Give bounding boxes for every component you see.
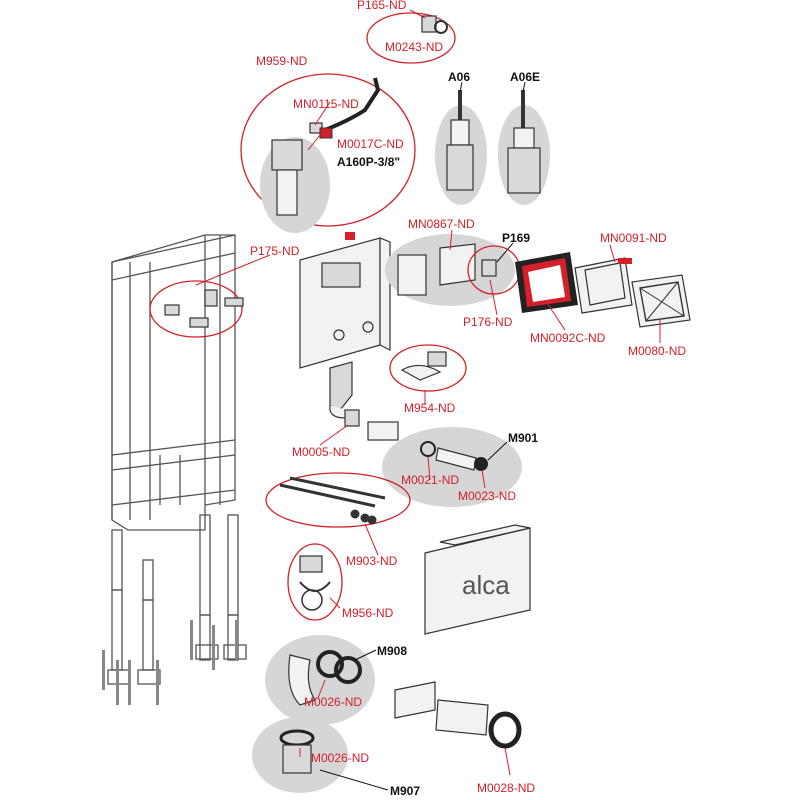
m954-part [400,351,447,381]
label-mn0867: MN0867-ND [408,217,475,231]
label-mn0092c: MN0092C-ND [530,331,606,345]
m903-callout-ring [265,472,411,528]
label-p165: P165-ND [357,0,407,12]
label-m0021: M0021-ND [401,473,459,487]
label-a06e: A06E [510,70,540,84]
label-p175: P175-ND [250,244,300,258]
m0080-plate [631,274,691,328]
m959-callout-ring [240,73,416,227]
label-m908: M908 [377,644,407,658]
label-m0026-top: M0026-ND [304,695,362,709]
label-m907: M907 [390,784,420,798]
packaging-box: alca [424,524,531,635]
p165-callout-ring [366,12,456,64]
m908-elbow [288,650,362,706]
m907-fitting [279,729,315,774]
label-m954: M954-ND [404,401,456,415]
cistern [299,232,399,441]
label-m956: M956-ND [342,606,394,620]
m956-part [299,555,331,611]
a06-valve [446,90,474,191]
label-m901: M901 [508,431,538,445]
label-mn0115: MN0115-ND [293,97,359,111]
label-m0026-bottom: M0026-ND [311,751,369,765]
brand-logo: alca [462,570,510,600]
label-a06: A06 [448,70,470,84]
label-m0243: M0243-ND [385,40,443,54]
mn0092c-frame [515,252,578,313]
flush-mechanism-plate [397,243,497,296]
m954-callout-ring [389,344,467,392]
mn0091-box [574,257,633,314]
label-mn0091: MN0091-ND [600,231,667,245]
label-m0028: M0028-ND [477,781,535,795]
label-m959: M959-ND [256,54,308,68]
label-m0005: M0005-ND [292,445,350,459]
m903-rods [279,476,386,525]
installation-frame [102,234,247,705]
m901-pipe [420,441,488,471]
label-m0080: M0080-ND [628,344,686,358]
label-a160p: A160P-3/8" [337,155,400,169]
m956-callout-ring [287,543,343,621]
p165-fitting [421,15,448,34]
label-m0017c: M0017C-ND [337,137,404,151]
p175-callout-ring [149,280,243,338]
bracket-set [164,289,244,328]
label-p169: P169 [502,231,530,245]
outlet-pipe [394,681,522,749]
fill-valve [271,77,381,216]
label-p176: P176-ND [463,315,513,329]
a06e-valve [507,90,541,194]
label-m903: M903-ND [346,554,398,568]
label-m0023: M0023-ND [458,489,516,503]
